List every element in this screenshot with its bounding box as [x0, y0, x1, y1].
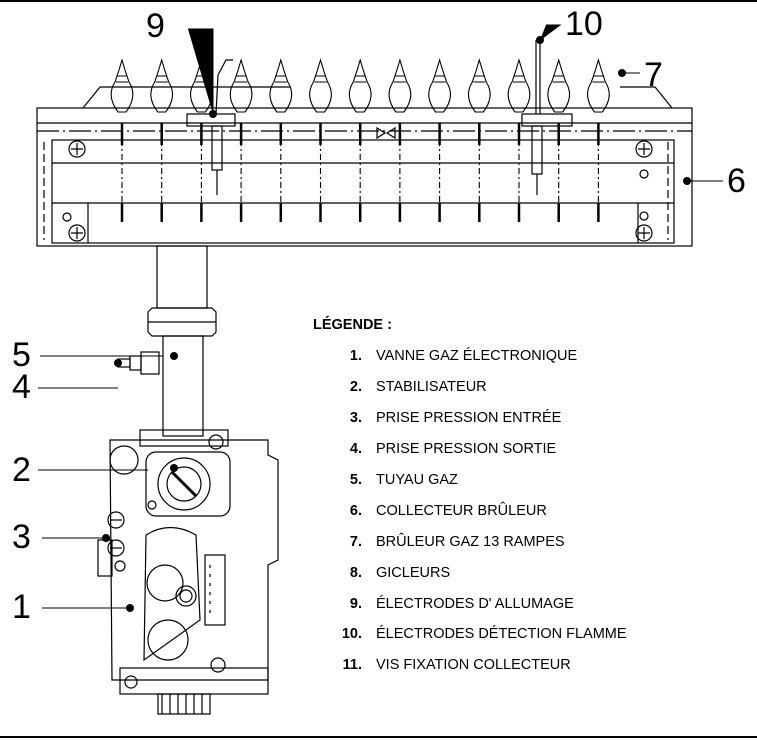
legend-item-label: PRISE PRESSION SORTIE [376, 441, 557, 458]
legend-item: 10. ÉLECTRODES DÉTECTION FLAMME [313, 619, 753, 650]
burner-ramp [507, 58, 531, 222]
burner-body-outline [82, 86, 673, 109]
electronic-gas-valve [97, 429, 279, 715]
legend-item-number: 1. [349, 348, 362, 365]
legend-item-label: GICLEURS [376, 564, 451, 581]
callout-5: 5 [12, 336, 31, 374]
legend: LÉGENDE : 1. VANNE GAZ ÉLECTRONIQUE 2. S… [313, 317, 753, 681]
legend-item-label: COLLECTEUR BRÛLEUR [376, 502, 547, 519]
burner-ramp [309, 58, 332, 222]
legend-item-label: VIS FIXATION COLLECTEUR [376, 657, 571, 674]
collector-fixing-screw [62, 140, 653, 242]
burner-ramp [587, 58, 610, 222]
burner-ramps [110, 58, 610, 222]
burner-ramp [229, 58, 253, 222]
legend-item-number: 11. [342, 657, 362, 674]
legend-item: 5. TUYAU GAZ [313, 465, 753, 496]
legend-item: 3. PRISE PRESSION ENTRÉE [313, 403, 753, 434]
callout-1: 1 [12, 588, 31, 626]
legend-item: 4. PRISE PRESSION SORTIE [313, 434, 753, 465]
legend-item-label: VANNE GAZ ÉLECTRONIQUE [376, 348, 578, 365]
legend-item: 8. GICLEURS [313, 557, 753, 588]
legend-item: 2. STABILISATEUR [313, 372, 753, 403]
burner-ramp [388, 58, 412, 222]
callout-3: 3 [12, 518, 31, 556]
burner-ramp [348, 58, 372, 222]
legend-item-number: 10. [341, 626, 362, 643]
legend-item-number: 5. [349, 472, 362, 488]
legend-item-label: ÉLECTRODES D' ALLUMAGE [376, 595, 574, 612]
burner-ramp [110, 58, 134, 222]
legend-item-number: 7. [349, 533, 362, 550]
legend-item-label: ÉLECTRODES DÉTECTION FLAMME [376, 626, 627, 643]
legend-item-label: STABILISATEUR [376, 379, 487, 396]
callout-7: 7 [644, 56, 663, 94]
legend-item-label: BRÛLEUR GAZ 13 RAMPES [376, 533, 565, 550]
legend-item-label: TUYAU GAZ [376, 472, 458, 488]
callout-10: 10 [565, 5, 603, 43]
legend-item-number: 8. [349, 564, 362, 581]
legend-item: 7. BRÛLEUR GAZ 13 RAMPES [313, 526, 753, 557]
legend-item-number: 2. [349, 379, 362, 396]
burner-ramp [467, 58, 491, 222]
burner-ramp [150, 58, 174, 222]
burner-ramp [428, 58, 451, 222]
legend-item-number: 6. [349, 502, 362, 519]
callout-6: 6 [727, 162, 746, 200]
burner-collector-plate [36, 107, 693, 247]
legend-item-number: 3. [349, 410, 362, 427]
callout-4: 4 [12, 368, 31, 406]
legend-item-label: PRISE PRESSION ENTRÉE [376, 410, 562, 427]
legend-item-number: 9. [349, 595, 362, 612]
legend-item: 6. COLLECTEUR BRÛLEUR [313, 495, 753, 526]
legend-item-number: 4. [349, 441, 362, 458]
burner-ramp [269, 58, 293, 222]
legend-item: 11. VIS FIXATION COLLECTEUR [313, 650, 753, 681]
gas-pipe [156, 245, 208, 309]
legend-title: LÉGENDE : [313, 317, 392, 333]
burner-ramp [547, 58, 571, 222]
callout-2: 2 [12, 451, 31, 489]
legend-item: 1. VANNE GAZ ÉLECTRONIQUE [313, 341, 753, 372]
legend-item: 9. ÉLECTRODES D' ALLUMAGE [313, 588, 753, 619]
callout-9: 9 [146, 7, 165, 45]
